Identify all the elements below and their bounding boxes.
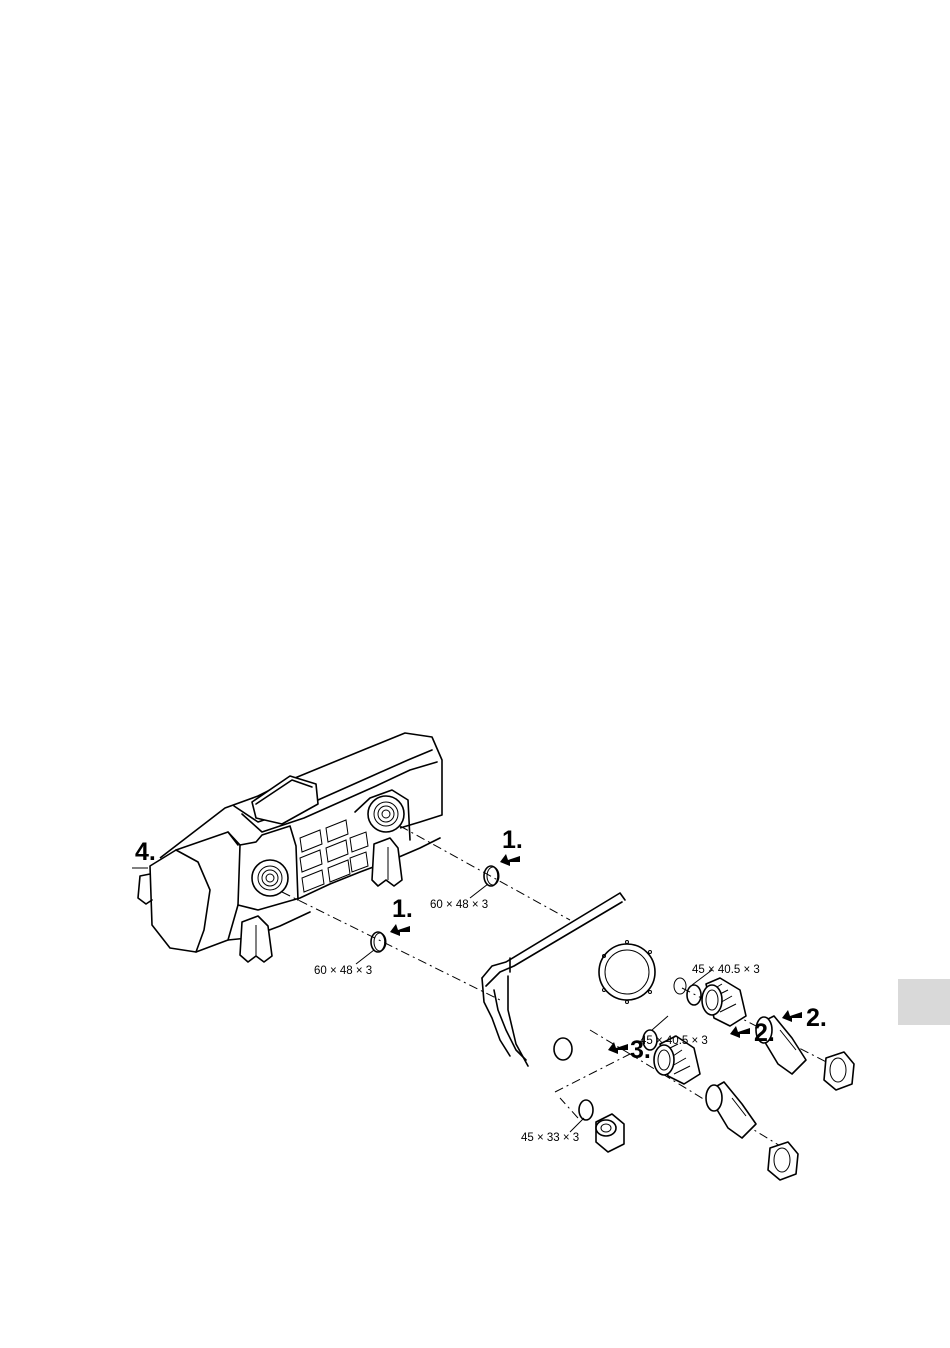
dimension-plug-small: 45 × 33 × 3 xyxy=(521,1132,579,1144)
push-arrow-step2-upper xyxy=(782,1010,802,1022)
dimension-oring-upper: 60 × 48 × 3 xyxy=(430,899,488,911)
o-ring-lower xyxy=(356,932,386,964)
push-arrow-step2-lower xyxy=(730,1026,750,1038)
assembly-axis-lines xyxy=(282,826,842,1152)
step-label-1-upper: 1. xyxy=(502,826,523,854)
dimension-connector-upper: 45 × 40.5 × 3 xyxy=(692,964,760,976)
step-label-1-lower: 1. xyxy=(392,895,413,923)
step-label-2-upper: 2. xyxy=(806,1004,827,1032)
push-arrow-step1-lower xyxy=(390,924,410,936)
plug-small xyxy=(570,1100,624,1152)
o-ring-upper xyxy=(470,866,499,898)
push-arrow-step3 xyxy=(608,1042,628,1054)
dimension-connector-lower: 45 × 40.5 × 3 xyxy=(640,1035,708,1047)
step-label-2-lower: 2. xyxy=(754,1019,775,1047)
push-arrow-step1-upper xyxy=(500,854,520,866)
dimension-oring-lower: 60 × 48 × 3 xyxy=(314,965,372,977)
step-label-4: 4. xyxy=(135,838,156,866)
